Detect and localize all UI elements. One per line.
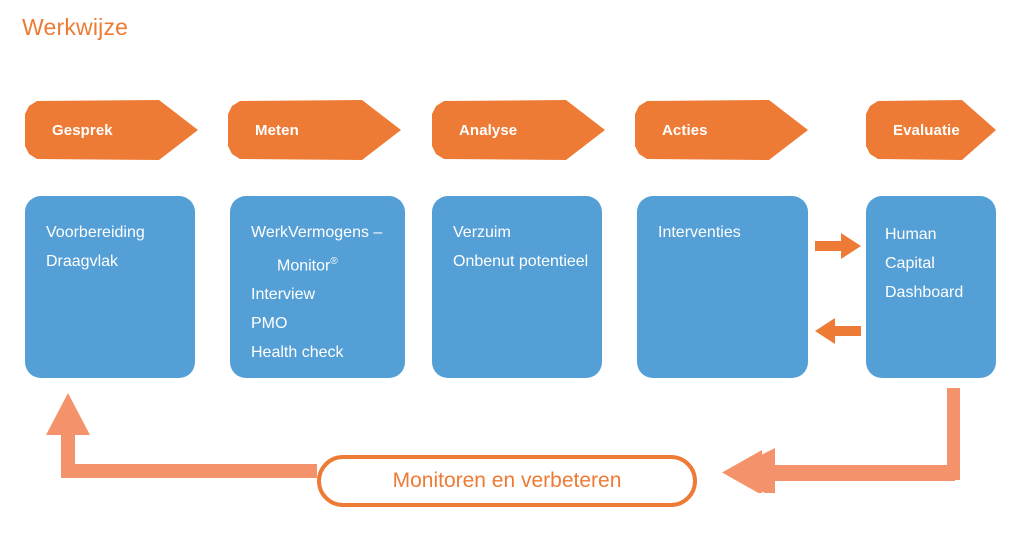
monitor-pill-label: Monitoren en verbeteren (392, 469, 622, 492)
phase-chevron-label: Gesprek (52, 121, 113, 139)
card-line: Dashboard (885, 284, 964, 301)
card-body: Voorbereiding Draagvlak (46, 218, 185, 276)
chevron-shape-icon (25, 100, 198, 160)
card-line: Interview (251, 286, 316, 304)
elbow-arrow-up-icon (46, 393, 317, 478)
card-line: Monitor® (251, 247, 395, 280)
phase-chevron-analyse[interactable]: Analyse (432, 100, 605, 160)
card-line: Voorbereiding (46, 224, 145, 241)
chevron-shape-icon (228, 100, 401, 160)
elbow-arrow-left-icon (722, 388, 960, 493)
monitor-pill[interactable]: Monitoren en verbeteren (317, 455, 697, 507)
card-line: Capital (885, 255, 935, 272)
card-line: Draagvlak (46, 253, 119, 270)
phase-chevron-label: Acties (662, 121, 708, 139)
arrow-right-icon (815, 233, 861, 259)
card-line: PMO (251, 315, 288, 333)
phase-chevron-label: Meten (255, 121, 299, 139)
phase-chevron-gesprek[interactable]: Gesprek (25, 100, 198, 160)
connector-loop-right (700, 388, 960, 493)
page-title: Werkwijze (22, 14, 129, 40)
card-line: Health check (251, 344, 344, 362)
registered-mark: ® (330, 256, 338, 267)
card-line: WerkVermogens – (251, 224, 383, 241)
card-line: Onbenut potentieel (453, 253, 589, 270)
card-body: WerkVermogens – Monitor® Interview PMO H… (251, 218, 395, 367)
connector-loop-left (40, 390, 330, 490)
card-evaluatie[interactable]: Human Capital Dashboard (866, 196, 996, 378)
card-line-text: Monitor (277, 257, 331, 275)
chevron-shape-icon (635, 100, 808, 160)
card-gesprek[interactable]: Voorbereiding Draagvlak (25, 196, 195, 378)
phase-chevron-acties[interactable]: Acties (635, 100, 808, 160)
card-line: Verzuim (453, 224, 511, 241)
card-line: Human (885, 226, 937, 243)
phase-chevron-meten[interactable]: Meten (228, 100, 401, 160)
card-acties[interactable]: Interventies (637, 196, 808, 378)
card-meten[interactable]: WerkVermogens – Monitor® Interview PMO H… (230, 196, 405, 378)
card-body: Verzuim Onbenut potentieel (453, 218, 592, 276)
connector-acties-to-evaluatie (815, 233, 861, 259)
arrow-left-icon (815, 318, 861, 344)
chevron-shape-icon (432, 100, 605, 160)
phase-chevron-evaluatie[interactable]: Evaluatie (866, 100, 996, 160)
connector-evaluatie-to-acties (815, 318, 861, 344)
card-body: Human Capital Dashboard (885, 220, 986, 307)
card-line: Interventies (658, 224, 741, 241)
card-analyse[interactable]: Verzuim Onbenut potentieel (432, 196, 602, 378)
phase-chevron-label: Evaluatie (893, 121, 960, 139)
card-body: Interventies (658, 218, 798, 247)
phase-chevron-label: Analyse (459, 121, 518, 139)
